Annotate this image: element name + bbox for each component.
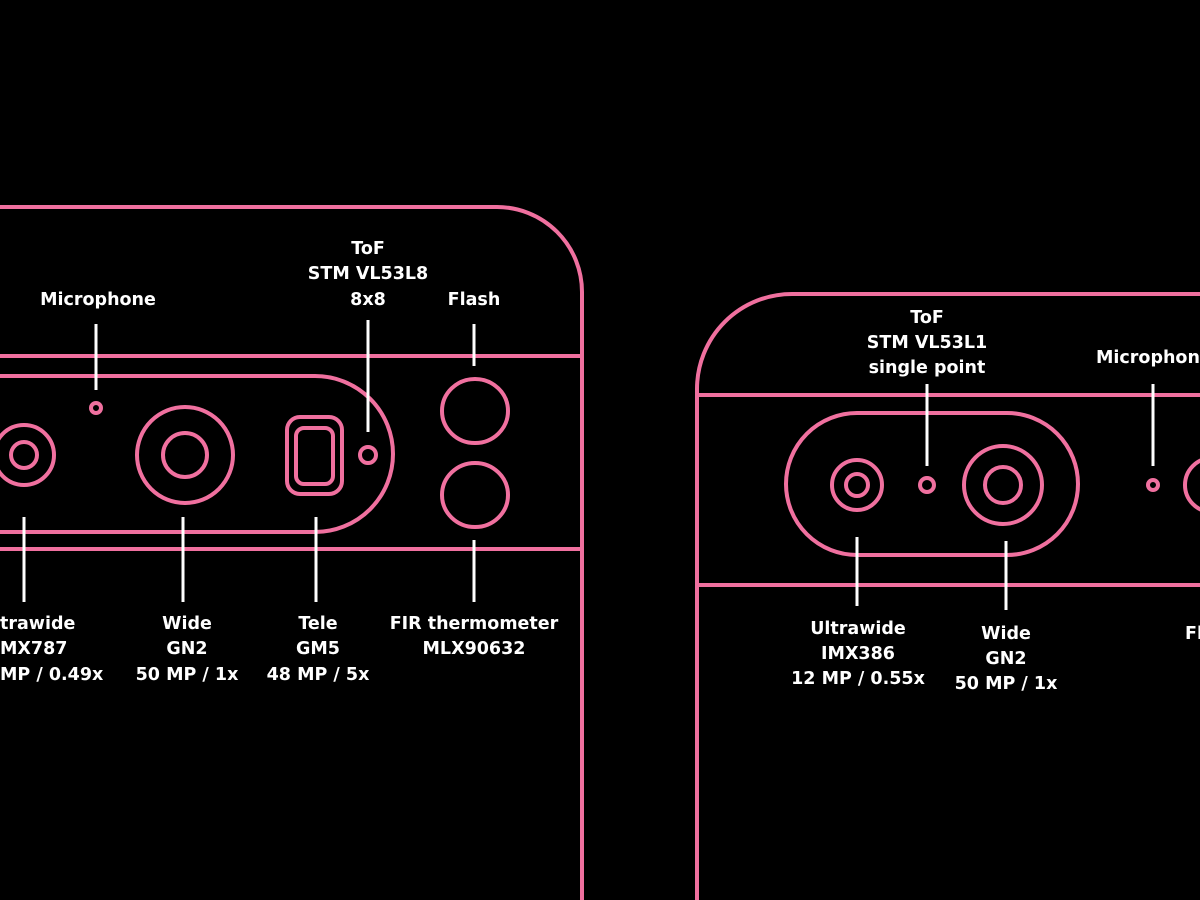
left-ultrawide-sensor: MX787 <box>0 639 67 659</box>
right-wide-spec: 50 MP / 1x <box>955 674 1058 694</box>
right-ultrawide-label: Ultrawide <box>810 619 906 639</box>
right-leader-lines <box>855 384 1155 610</box>
left-camera-module <box>0 374 395 534</box>
left-microphone-label: Microphone <box>40 290 156 310</box>
left-tof-model: STM VL53L8 <box>308 264 428 284</box>
left-ultrawide-spec: MP / 0.49x <box>0 665 104 685</box>
right-tof-resolution: single point <box>869 358 986 378</box>
right-tof-model: STM VL53L1 <box>867 333 987 353</box>
left-wide-sensor: GN2 <box>166 639 207 659</box>
right-ultrawide-lens <box>830 458 884 512</box>
right-ultrawide-sensor: IMX386 <box>821 644 895 664</box>
left-flash-label: Flash <box>448 290 501 310</box>
left-flash <box>440 377 510 445</box>
left-tele-spec: 48 MP / 5x <box>267 665 370 685</box>
left-ultrawide-lens <box>0 423 56 487</box>
left-fir-model: MLX90632 <box>423 639 526 659</box>
left-wide-label: Wide <box>162 614 212 634</box>
left-wide-spec: 50 MP / 1x <box>136 665 239 685</box>
left-tof-label: ToF <box>351 239 385 259</box>
right-wide-sensor: GN2 <box>985 649 1026 669</box>
left-tele-label: Tele <box>298 614 337 634</box>
right-wide-label: Wide <box>981 624 1031 644</box>
left-wide-lens <box>135 405 235 505</box>
left-microphone-hole <box>89 401 103 415</box>
left-tele-lens <box>285 415 344 496</box>
right-phone-outline <box>695 292 1200 900</box>
right-tof-sensor <box>918 476 936 494</box>
left-leader-lines <box>22 320 476 602</box>
right-flash-label: Fl <box>1185 624 1200 644</box>
left-fir-label: FIR thermometer <box>390 614 559 634</box>
left-phone: Microphone ToF STM VL53L8 8x8 Flash traw… <box>0 205 584 900</box>
left-phone-outline <box>0 205 584 900</box>
right-camera-module <box>784 411 1080 557</box>
right-wide-lens <box>962 444 1044 526</box>
left-tof-sensor <box>358 445 378 465</box>
right-tof-label: ToF <box>910 308 944 328</box>
right-flash <box>1183 458 1200 512</box>
right-ultrawide-spec: 12 MP / 0.55x <box>791 669 925 689</box>
right-phone: ToF STM VL53L1 single point Microphon Ul… <box>695 292 1200 900</box>
left-tele-sensor: GM5 <box>296 639 340 659</box>
right-microphone-label: Microphon <box>1096 348 1200 368</box>
left-fir-thermometer <box>440 461 510 529</box>
right-microphone-hole <box>1146 478 1160 492</box>
left-tof-resolution: 8x8 <box>350 290 386 310</box>
left-ultrawide-label: trawide <box>0 614 75 634</box>
